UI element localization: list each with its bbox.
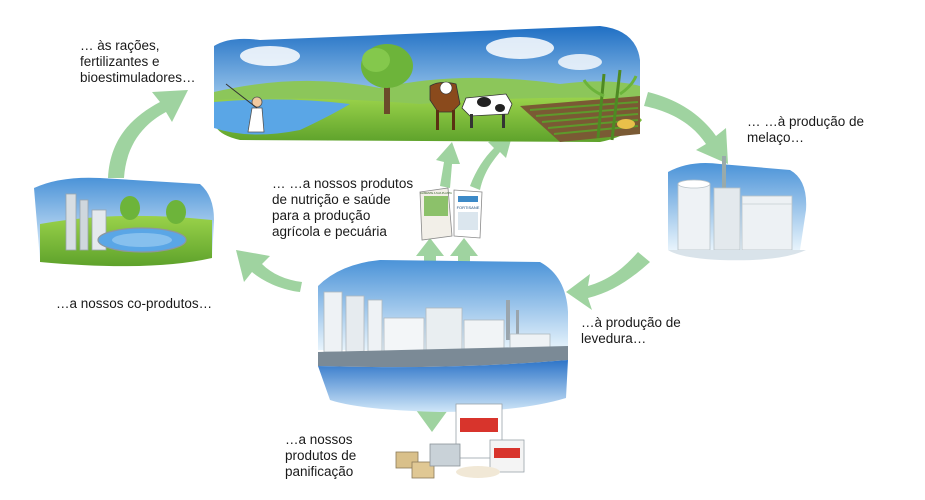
factory-building [463,319,505,353]
lake [214,99,350,135]
arrow-farm-to-molasses [644,92,728,164]
brown-cow [429,81,461,130]
label-yeast: …à produção de levedura… [581,315,681,346]
factory-building [383,317,425,353]
farm-scene [214,26,642,142]
silo [367,299,383,353]
coproducts-scene [34,177,214,267]
arrow-nutrition-to-farm-2 [470,136,512,190]
nutrition-packages: ALIMENTE A SUA PLANTA FORTISANE [419,187,483,241]
package-left-text: ALIMENTE A SUA PLANTA [420,191,452,195]
plant-building [741,195,793,251]
label-nutrition: … …a nossos produtos de nutrição e saúde… [272,176,414,239]
silo [345,295,365,353]
yeast-block [411,461,435,479]
chimney [516,310,519,340]
corn-plants [582,69,638,141]
bakery-products [395,403,525,479]
factory-water [318,360,568,412]
tower [79,199,89,251]
label-molasses: … …à produção de melaço… [747,114,865,145]
yeast-tin [429,443,461,467]
tower [65,193,77,251]
arrow-nutrition-to-farm-1 [436,142,460,188]
arrow-coproducts-to-feed [108,90,188,178]
molasses-plant-scene [668,156,807,261]
silo [677,183,711,251]
yeast-factory-scene [318,260,568,412]
flour-pile [456,466,500,478]
cloud [558,54,602,70]
label-bakery: …a nossos produtos de panificação [285,432,357,479]
tree-trunk [384,70,390,114]
package-right-text: FORTISANE [457,205,480,210]
label-feed: … às rações, fertilizantes e bioestimula… [80,38,196,85]
arrow-factory-to-coproducts [236,250,302,292]
fisherman [225,83,265,133]
chimney [506,300,510,340]
label-coproducts: …a nossos co-produtos… [56,296,213,311]
factory-building [425,307,463,353]
silo [713,187,741,251]
cloud [240,46,300,66]
holstein-cow [461,93,513,128]
chimney [722,156,726,190]
crop-field [520,96,640,142]
cloud [486,37,554,59]
silo [323,291,343,353]
arrow-molasses-to-yeast [566,252,650,310]
